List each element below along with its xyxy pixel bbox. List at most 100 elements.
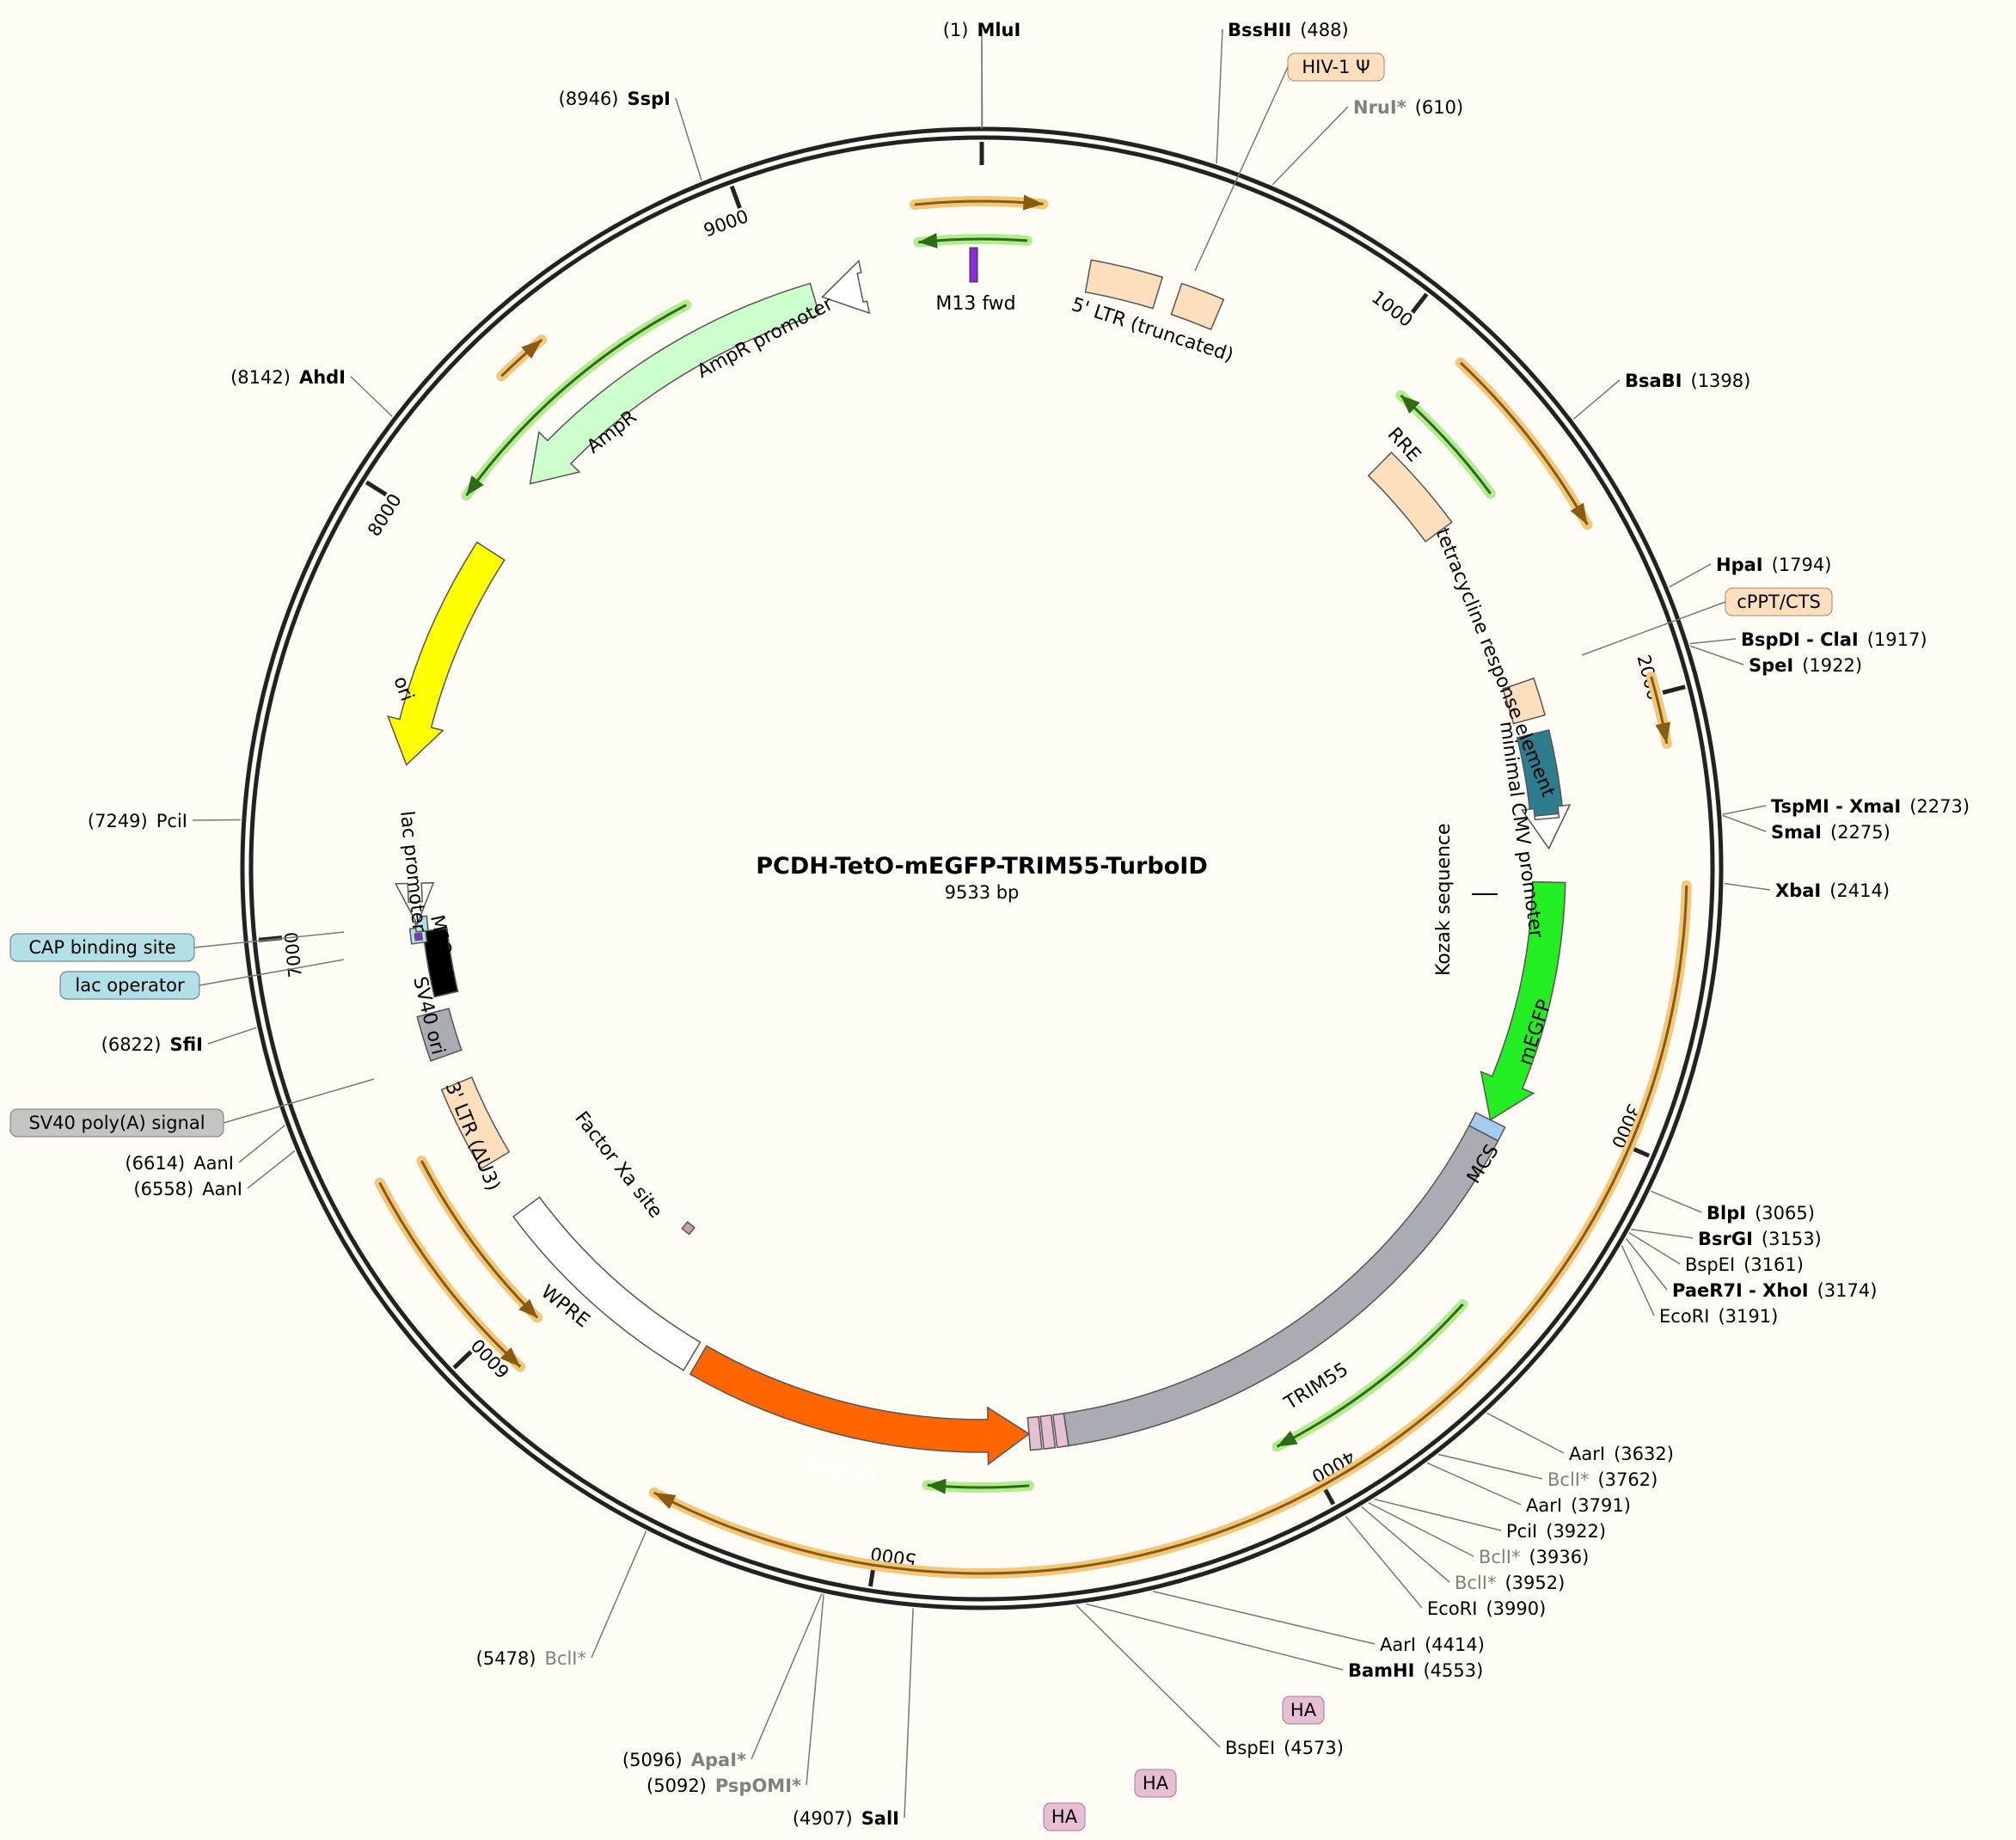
restriction-site: BlpI(3065) <box>1707 1203 1815 1224</box>
restriction-site: TspMI - XmaI(2273) <box>1771 796 1970 817</box>
feature-leader <box>1581 601 1726 656</box>
svg-text:HIV-1 Ψ: HIV-1 Ψ <box>1302 57 1370 77</box>
restriction-site: HpaI(1794) <box>1716 555 1831 575</box>
restriction-site: NruI*(610) <box>1353 97 1463 118</box>
site-position: (4907) <box>793 1808 853 1829</box>
restriction-site: BspDI - ClaI(1917) <box>1741 629 1927 650</box>
site-name: PaeR7I - XhoI <box>1672 1280 1809 1301</box>
svg-text:(8142)AhdI: (8142)AhdI <box>230 367 346 388</box>
tick-mark <box>258 935 283 942</box>
restriction-site: PaeR7I - XhoI (3174) <box>1672 1280 1877 1301</box>
boxed-label-cap: CAP binding site <box>9 933 195 962</box>
site-position: (4573) <box>1284 1738 1344 1758</box>
site-position: (3936) <box>1529 1547 1589 1567</box>
m13-fwd-feature <box>969 247 978 283</box>
site-leader <box>1724 882 1771 891</box>
ampr-promoter-feature <box>821 259 871 315</box>
site-name: BlpI <box>1707 1203 1746 1224</box>
restriction-site: BamHI(4553) <box>1348 1660 1483 1681</box>
restriction-site: (6558)AanI <box>133 1179 242 1199</box>
site-name: BspEI <box>1225 1738 1275 1758</box>
site-name: EcoRI <box>1427 1598 1477 1619</box>
feature-leader <box>199 959 345 986</box>
feature-leader <box>223 1078 375 1124</box>
site-lines <box>192 28 1771 1819</box>
site-name: SspI <box>628 89 671 109</box>
restriction-site: (5478)BclI* <box>476 1648 586 1669</box>
site-leader <box>1152 1591 1376 1645</box>
restriction-site: PciI(3922) <box>1506 1521 1606 1542</box>
restriction-site: EcoRI(3191) <box>1659 1306 1778 1327</box>
label-kozak: Kozak sequence <box>1433 823 1455 976</box>
site-position: (610) <box>1415 97 1463 118</box>
site-position: (5478) <box>476 1648 536 1669</box>
boxed-label-cppt: cPPT/CTS <box>1725 587 1833 616</box>
svg-text:BsaBI(1398): BsaBI(1398) <box>1625 371 1750 391</box>
site-position: (488) <box>1300 20 1348 40</box>
restriction-site: SpeI(1922) <box>1749 655 1862 676</box>
boxed-label-hiv-psi: HIV-1 Ψ <box>1287 52 1385 82</box>
svg-text:AarI(3632): AarI(3632) <box>1569 1444 1674 1464</box>
site-leader <box>350 376 393 417</box>
site-leader <box>1669 563 1712 588</box>
tick-mark <box>1662 684 1686 695</box>
site-name: TspMI - XmaI <box>1771 796 1901 817</box>
orf-layer <box>374 194 1692 1579</box>
site-leader <box>1722 814 1767 832</box>
site-position: (4414) <box>1425 1635 1485 1655</box>
sv40-ori-feature <box>416 1007 463 1062</box>
site-leader <box>1621 1245 1655 1316</box>
restriction-site: (6822)SfiI <box>101 1034 203 1055</box>
site-leader <box>1368 1502 1474 1557</box>
site-name: BclI* <box>1547 1469 1589 1490</box>
label-m13-fwd: M13 fwd <box>935 293 1015 315</box>
site-name: PciI <box>1506 1521 1537 1542</box>
svg-text:BsrGI(3153): BsrGI(3153) <box>1698 1229 1822 1249</box>
site-name: PciI <box>156 811 187 831</box>
svg-text:PaeR7I - XhoI(3174): PaeR7I - XhoI (3174) <box>1672 1280 1877 1301</box>
3ltr-feature <box>440 1076 511 1170</box>
site-name: BclI* <box>1455 1573 1496 1593</box>
site-position: (3153) <box>1762 1229 1822 1249</box>
site-position: (6614) <box>125 1153 185 1174</box>
site-name: BspEI <box>1685 1254 1735 1275</box>
site-leader <box>1572 379 1621 420</box>
site-position: (3952) <box>1504 1573 1565 1593</box>
tick-label: 9000 <box>701 205 751 241</box>
restriction-site: (8142)AhdI <box>230 367 346 388</box>
label-turboid: TurboID <box>802 1452 878 1488</box>
site-name: BssHII <box>1228 20 1291 40</box>
svg-text:HpaI(1794): HpaI(1794) <box>1716 555 1831 575</box>
svg-text:(6558)AanI: (6558)AanI <box>133 1179 242 1199</box>
svg-text:NruI*(610): NruI*(610) <box>1353 97 1463 118</box>
boxed-label-sv40-polya: SV40 poly(A) signal <box>9 1108 224 1138</box>
site-position: (2275) <box>1830 822 1890 843</box>
plasmid-name: PCDH-TetO-mEGFP-TRIM55-TurboID <box>756 853 1208 880</box>
site-leader <box>1374 1498 1502 1531</box>
site-name: XbaI <box>1775 880 1821 901</box>
restriction-site: EcoRI(3990) <box>1427 1598 1546 1619</box>
tick-label: 1000 <box>1368 286 1417 331</box>
restriction-site: (6614)AanI <box>125 1153 234 1174</box>
site-leader <box>1437 1453 1543 1480</box>
tick-mark <box>452 1350 473 1370</box>
site-leader <box>1216 28 1223 164</box>
site-position: (3174) <box>1817 1280 1878 1301</box>
site-leader <box>207 1027 257 1045</box>
tick-mark <box>1410 292 1429 314</box>
site-position: (8142) <box>230 367 291 388</box>
boxed-label-ha-1: HA <box>1282 1696 1325 1725</box>
site-leader <box>1426 1462 1522 1506</box>
site-leader <box>1361 1506 1450 1583</box>
site-leader <box>1625 1237 1668 1291</box>
site-leader <box>904 1608 914 1819</box>
ha-2-feature <box>1039 1414 1057 1450</box>
plasmid-size: 9533 bp <box>945 882 1020 903</box>
sv40-polya-spacer-feature <box>422 928 459 998</box>
site-leader <box>1650 1190 1702 1213</box>
site-leader <box>1075 1604 1221 1748</box>
site-leader <box>247 1150 296 1189</box>
site-leader <box>238 1125 285 1163</box>
5ltr-a-feature <box>1084 259 1164 310</box>
